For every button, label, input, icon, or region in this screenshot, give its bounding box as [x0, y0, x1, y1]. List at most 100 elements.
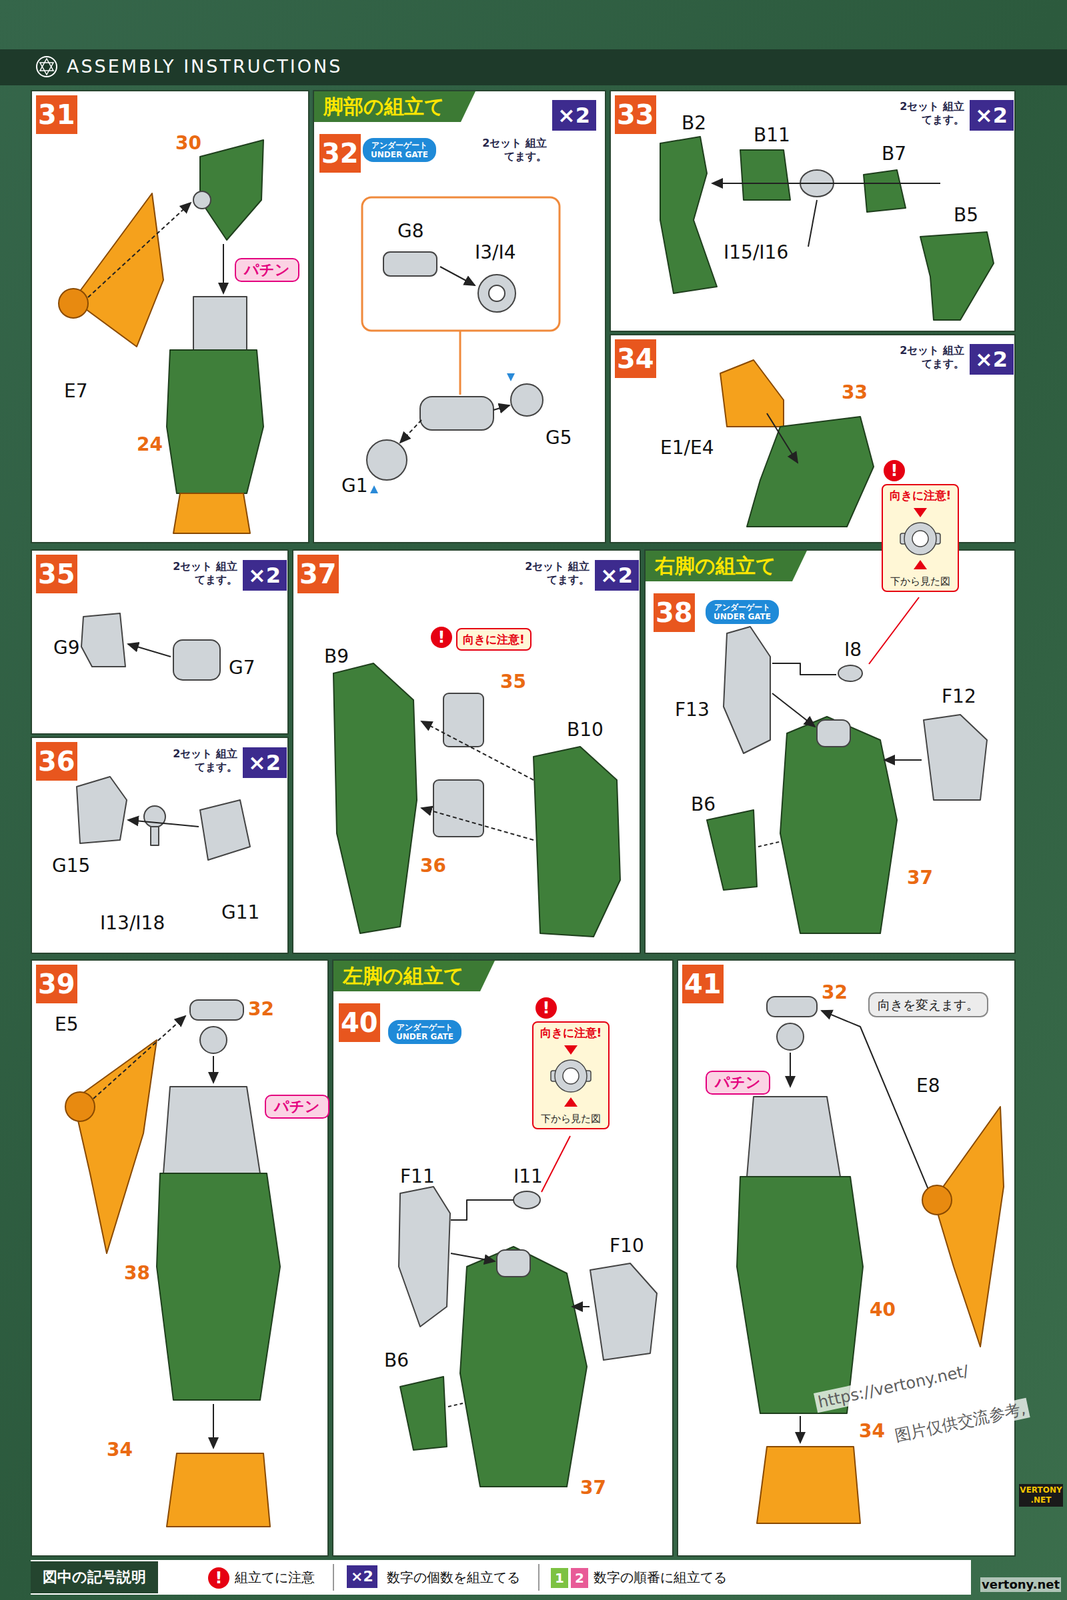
part-drawing-shape	[789, 1052, 791, 1088]
set-count-note: 2セット 組立てます。	[473, 136, 547, 164]
part-drawing-shape	[780, 716, 897, 934]
part-drawing-shape	[65, 1092, 95, 1122]
part-drawing-shape	[720, 360, 784, 427]
step-number: 36	[36, 742, 78, 781]
orientation-icon-shape	[554, 1060, 587, 1093]
callout-number: 32	[248, 998, 275, 1021]
callout-number: 40	[869, 1299, 896, 1322]
panel-ground	[30, 90, 1016, 1596]
section-band: 脚部の組立て	[314, 91, 476, 123]
caution-callout: 向きに注意!下から見た図	[881, 484, 959, 593]
part-drawing-shape	[398, 1187, 451, 1328]
part-name: B11	[753, 124, 791, 147]
legend-heading: 図中の記号説明	[30, 1561, 159, 1594]
part-drawing-shape	[128, 644, 171, 657]
orientation-icon-shape	[904, 522, 937, 555]
under-gate-tag-text: アンダーゲート	[396, 1022, 454, 1033]
part-drawing-shape	[212, 1404, 215, 1449]
section-band-text: 左脚の組立て	[342, 964, 465, 989]
part-drawing-shape	[156, 1173, 281, 1401]
part-drawing-shape	[193, 191, 211, 209]
set-count-note: 2セット 組立てます。	[890, 100, 965, 127]
part-drawing-shape	[923, 714, 987, 801]
caution-callout-text: 向きに注意!	[538, 1025, 603, 1041]
step-number: 37	[297, 554, 339, 594]
panel-ground-shape	[30, 959, 329, 1558]
part-drawing-shape	[746, 416, 874, 527]
step-panel: 38右脚の組立てアンダーゲートUNDER GATE向きに注意!下から見た図	[644, 549, 1016, 955]
step-number: 35	[36, 554, 78, 594]
part-drawing-shape	[488, 285, 505, 302]
caution-callout: 向きに注意!	[456, 628, 532, 651]
part-drawing-shape	[400, 1377, 447, 1451]
part-drawing-shape	[333, 663, 417, 934]
callout-number: 36	[420, 854, 447, 878]
quantity-badge: ×2	[242, 560, 287, 591]
legend-text: 組立てに注意	[234, 1567, 315, 1588]
snap-callout: パチン	[234, 258, 300, 283]
step-number: 32	[319, 134, 361, 173]
callout-number: 35	[500, 670, 527, 694]
legend-text: 数字の順番に組立てる	[593, 1567, 727, 1588]
part-name: I15/I16	[723, 241, 789, 265]
part-name: I13/I18	[100, 912, 165, 935]
part-drawing-shape	[933, 1107, 1004, 1348]
part-drawing-shape	[772, 693, 815, 727]
part-name: B9	[324, 645, 349, 669]
panel-ground-shape	[312, 90, 607, 544]
step-panel: 31パチン	[30, 90, 310, 544]
part-drawing-shape	[150, 826, 159, 846]
part-name: G7	[228, 656, 256, 680]
part-drawing-shape	[200, 800, 251, 861]
part-name: I3/I4	[474, 241, 517, 265]
part-name: F13	[674, 698, 710, 722]
part-drawing	[58, 136, 1004, 1528]
caution-callout-text: 向きに注意!	[888, 488, 953, 503]
note-box-text: 向きを変えます。	[877, 996, 979, 1014]
step-number: 33	[614, 95, 657, 135]
part-drawing-shape	[76, 776, 127, 844]
step-panel: 41向きを変えます。パチン	[676, 959, 1016, 1558]
part-drawing-shape	[799, 1416, 801, 1444]
step-number: 41	[682, 964, 724, 1004]
part-drawing-shape	[222, 244, 225, 294]
quantity-badge: ×2	[242, 747, 287, 779]
part-drawing-shape	[776, 1023, 804, 1051]
page-frame-shape	[40, 58, 54, 71]
part-drawing-shape	[460, 1247, 587, 1488]
part-drawing-shape	[443, 693, 484, 747]
quantity-badge-text: ×2	[248, 748, 282, 777]
part-name: F12	[941, 685, 977, 709]
part-drawing-shape	[772, 663, 837, 675]
site-logo: VERTONY .NET	[1018, 1484, 1063, 1508]
quantity-badge-text: ×2	[974, 345, 1009, 374]
panel-ground-shape	[644, 549, 1016, 955]
part-name: E1/E4	[660, 436, 714, 460]
caution-callout: 向きに注意!下から見た図	[532, 1021, 610, 1130]
part-drawing-shape	[366, 440, 407, 481]
part-drawing-shape	[736, 1177, 863, 1414]
part-name: G5	[545, 426, 573, 450]
legend-sample: 2	[570, 1568, 589, 1589]
callout-number: 37	[580, 1477, 607, 1500]
callout-number: 34	[106, 1439, 133, 1462]
under-gate-tag-text: アンダーゲート	[370, 140, 429, 151]
part-drawing-shape	[513, 1191, 541, 1210]
section-band: 左脚の組立て	[333, 960, 495, 992]
part-drawing-shape	[816, 720, 851, 747]
part-drawing-shape	[420, 396, 494, 431]
part-drawing-shape	[884, 759, 922, 761]
legend-divider-shape	[332, 1564, 335, 1592]
step-number: 40	[338, 1003, 381, 1043]
panel-ground-shape	[609, 90, 1016, 333]
part-drawing-shape	[572, 1306, 590, 1308]
part-drawing-shape	[440, 266, 475, 286]
part-drawing-shape	[212, 1056, 215, 1084]
orientation-icon-shape	[912, 530, 929, 547]
part-drawing-shape	[808, 200, 817, 247]
part-drawing-shape	[712, 182, 941, 185]
set-count-note: 2セット 組立てます。	[164, 560, 238, 587]
panel-ground-shape	[30, 90, 310, 544]
